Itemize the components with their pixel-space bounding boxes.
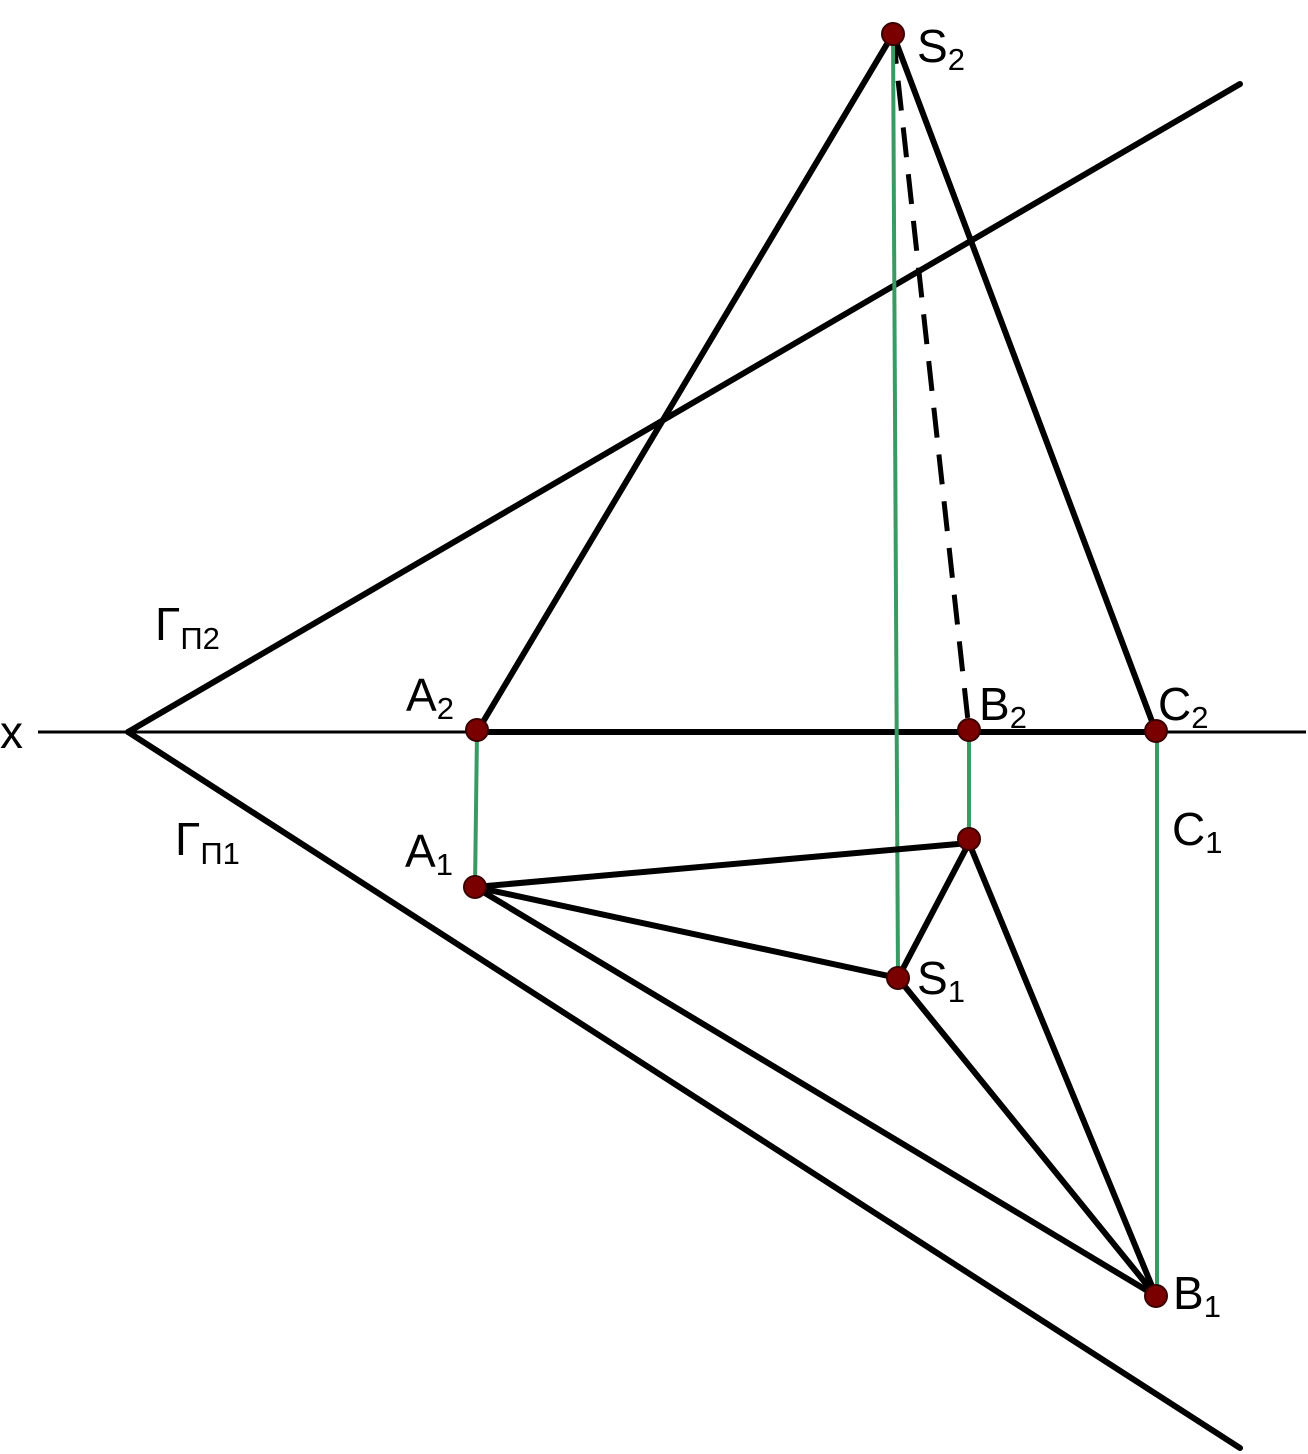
label-s1: S1	[917, 952, 965, 1009]
link-s	[891, 33, 900, 979]
label-trace-p1-sub: П1	[200, 836, 240, 871]
point-top-h	[957, 827, 981, 851]
label-trace-p2-sub: П2	[180, 621, 220, 656]
trace-p1-line	[125, 729, 1243, 1451]
label-c1-main: C	[1172, 803, 1205, 855]
label-c1-sub: 1	[1205, 825, 1222, 860]
label-trace-p2: ΓП2	[155, 598, 220, 656]
label-s2-main: S	[917, 20, 948, 72]
label-b1: B1	[1173, 1267, 1221, 1324]
label-trace-p1-main: Γ	[175, 813, 200, 865]
label-c1: C1	[1172, 803, 1222, 860]
label-a2-main: A	[406, 669, 437, 721]
point-b1	[1144, 1284, 1168, 1308]
link-a	[473, 731, 479, 888]
edge-s2-b2-hidden	[890, 33, 972, 731]
edge-top-b1	[966, 840, 1159, 1299]
point-c2	[1144, 719, 1168, 743]
trace-p2-line	[125, 81, 1243, 735]
label-b2: B2	[979, 678, 1027, 735]
point-a2	[465, 718, 489, 742]
label-c2-sub: 2	[1191, 700, 1208, 735]
label-b1-sub: 1	[1204, 1289, 1221, 1324]
edge-a1-top	[472, 840, 972, 890]
label-b2-main: B	[979, 678, 1010, 730]
label-trace-p2-main: Γ	[155, 598, 180, 650]
label-trace-p1: ΓП1	[175, 813, 240, 871]
label-c2-main: C	[1158, 678, 1191, 730]
label-s2: S2	[917, 20, 965, 77]
label-a1-main: A	[405, 825, 436, 877]
edge-s1-top	[895, 840, 972, 981]
edge-s2-a2	[474, 31, 896, 735]
edge-a1-b1	[472, 884, 1159, 1299]
label-s2-sub: 2	[948, 42, 965, 77]
label-b1-main: B	[1173, 1267, 1204, 1319]
label-s1-sub: 1	[948, 974, 965, 1009]
label-a1-sub: 1	[436, 847, 453, 882]
label-b2-sub: 2	[1010, 700, 1027, 735]
label-c2: C2	[1158, 678, 1208, 735]
point-s2	[881, 22, 905, 46]
label-a1: A1	[405, 825, 453, 882]
edge-a1-s1	[472, 884, 901, 981]
point-b2	[957, 718, 981, 742]
edge-s2-c2	[890, 31, 1159, 735]
label-a2: A2	[406, 669, 454, 726]
label-x: x	[0, 706, 23, 758]
edge-s1-b1	[895, 975, 1159, 1299]
point-a1	[463, 875, 487, 899]
point-s1	[886, 966, 910, 990]
label-s1-main: S	[917, 952, 948, 1004]
label-a2-sub: 2	[437, 691, 454, 726]
